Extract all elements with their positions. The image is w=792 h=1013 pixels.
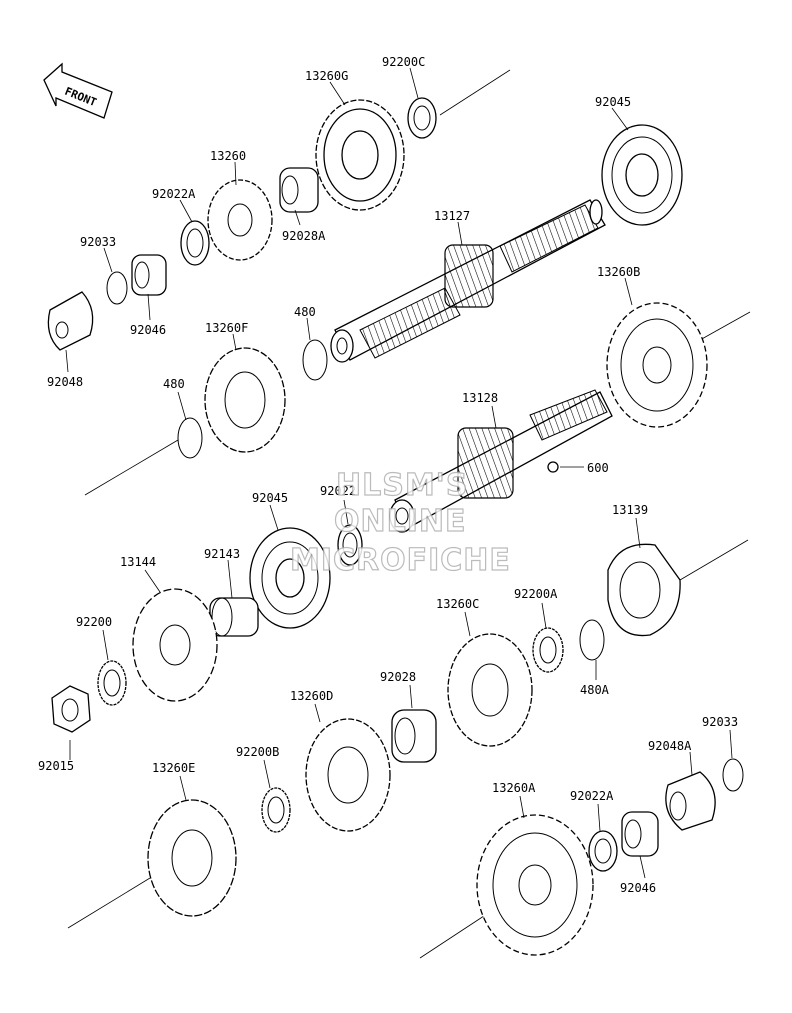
part-labels: 13260G 92200C 92045 13260 92022A 92028A … [38,55,738,895]
label-13260G[interactable]: 13260G [305,69,348,83]
bearing-92045-top [601,124,683,226]
label-480A[interactable]: 480A [580,683,610,697]
collar-92143 [209,597,259,637]
collar-92048A [665,771,716,831]
label-92046-top[interactable]: 92046 [130,323,166,337]
ball-600 [547,461,559,473]
label-92200B[interactable]: 92200B [236,745,279,759]
needle-bearing-92028A [279,167,319,213]
sprocket-13260B [606,302,708,428]
washer-92200 [97,660,127,706]
sprocket-13144 [132,588,218,702]
circlip-480A [579,619,605,661]
label-13260F[interactable]: 13260F [205,321,248,335]
label-92143[interactable]: 92143 [204,547,240,561]
label-92046-bot[interactable]: 92046 [620,881,656,895]
label-92033-top[interactable]: 92033 [80,235,116,249]
needle-bearing-92028 [391,709,437,763]
label-92033-bot[interactable]: 92033 [702,715,738,729]
collar-92022A-bot [588,830,618,872]
gear-13260 [207,179,273,261]
label-92028A[interactable]: 92028A [282,229,326,243]
drive-shaft-13128 [389,389,613,533]
circlip-480-left [177,417,203,459]
label-13128[interactable]: 13128 [462,391,498,405]
label-13260B[interactable]: 13260B [597,265,640,279]
gear-13260C [447,633,533,747]
nut-92015 [51,685,91,733]
label-13144[interactable]: 13144 [120,555,156,569]
label-13260D[interactable]: 13260D [290,689,333,703]
main-shaft-13127 [330,199,606,363]
watermark: HLSM'S ONLINE MICROFICHE [289,467,511,578]
gear-13260E [147,799,237,917]
leader-lines [65,67,733,879]
collar-92048 [47,291,94,351]
washer-92200B [261,787,291,833]
watermark-line-1: HLSM'S [336,468,468,503]
front-direction-arrow: FRONT [43,62,113,119]
label-92045-mid[interactable]: 92045 [252,491,288,505]
washer-92200A [532,627,564,673]
label-92015[interactable]: 92015 [38,759,74,773]
gear-13260G [315,99,405,211]
needle-bearing-92046-bot [621,811,659,857]
label-13260E[interactable]: 13260E [152,761,195,775]
label-92022[interactable]: 92022 [320,484,356,498]
gear-13139 [607,543,681,637]
label-92048A[interactable]: 92048A [648,739,692,753]
label-480-left[interactable]: 480 [163,377,185,391]
label-92200[interactable]: 92200 [76,615,112,629]
label-480-top[interactable]: 480 [294,305,316,319]
label-92200C[interactable]: 92200C [382,55,425,69]
label-13260C[interactable]: 13260C [436,597,479,611]
label-13260[interactable]: 13260 [210,149,246,163]
circlip-92033-top [106,271,128,305]
watermark-line-2: ONLINE [334,504,467,539]
collar-92022 [337,524,363,566]
label-92028[interactable]: 92028 [380,670,416,684]
label-13260A[interactable]: 13260A [492,781,536,795]
bearing-92045-mid [249,527,331,629]
label-92022A-top[interactable]: 92022A [152,187,196,201]
label-92045-top[interactable]: 92045 [595,95,631,109]
label-92200A[interactable]: 92200A [514,587,558,601]
shaft-centerlines [67,69,751,959]
label-92048[interactable]: 92048 [47,375,83,389]
label-92022A-bot[interactable]: 92022A [570,789,614,803]
needle-bearing-92046-top [131,254,167,296]
label-13139[interactable]: 13139 [612,503,648,517]
gear-13260F [204,347,286,453]
collar-92022A-top [180,220,210,266]
gear-13260D [305,718,391,832]
circlip-480-top [302,339,328,381]
watermark-line-3: MICROFICHE [290,543,511,578]
washer-92200C [407,97,437,139]
circlip-92033-bot [722,758,744,792]
label-13127[interactable]: 13127 [434,209,470,223]
label-600[interactable]: 600 [587,461,609,475]
sprocket-13260A [476,814,594,956]
